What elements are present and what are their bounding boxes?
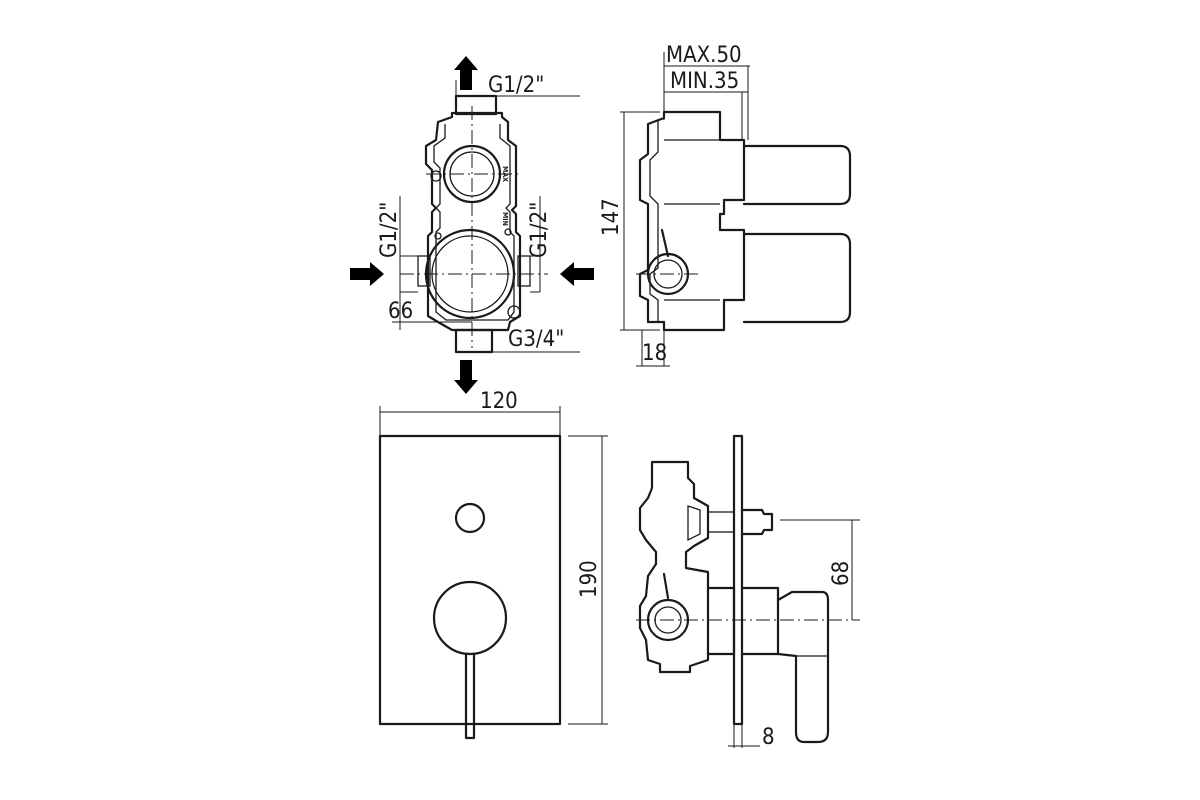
- bottom-socket: [454, 328, 494, 354]
- dim-18-label: 18: [642, 341, 667, 366]
- dim-190-label: 190: [577, 560, 602, 598]
- dim-120-label: 120: [480, 389, 518, 414]
- dim-68-label: 68: [829, 561, 854, 586]
- arrow-right-icon: [350, 262, 384, 286]
- max-marking: MAX: [501, 166, 509, 182]
- bottom-thread-label: G3/4": [508, 327, 564, 352]
- left-thread-label: G1/2": [377, 202, 402, 258]
- lower-cartridge: [742, 232, 852, 324]
- min-marking: MIN: [501, 212, 509, 226]
- body-inner-outline: [433, 124, 515, 321]
- lever-side: [776, 590, 830, 744]
- rosette-side: [740, 586, 780, 656]
- lever-handle: [464, 652, 476, 740]
- assembly-body: [638, 460, 710, 674]
- arrow-up-icon: [454, 56, 478, 90]
- right-thread-label: G1/2": [527, 202, 552, 258]
- left-socket: [417, 255, 431, 287]
- diverter-knob: [740, 508, 774, 536]
- body-front-view: MAX MIN G1/2" G1/2" G1/2" 66 G3/4": [350, 56, 594, 394]
- diverter-button: [454, 502, 486, 534]
- max-depth-label: MAX.50: [666, 43, 742, 68]
- handle-rosette: [432, 580, 508, 656]
- side-body-outline: [638, 110, 746, 332]
- diverter-stem: [707, 511, 735, 533]
- body-outline: [424, 111, 522, 332]
- arrow-down-icon: [454, 360, 478, 394]
- plate-edge: [732, 434, 744, 726]
- plate-front-view: 120 190: [378, 389, 608, 740]
- body-side-view: MAX.50 MIN.35 147 18: [599, 43, 852, 367]
- side-body-inner: [649, 120, 659, 322]
- cover-plate: [378, 434, 562, 726]
- min-depth-label: MIN.35: [670, 69, 739, 94]
- cartridge-body: [706, 586, 736, 656]
- dim-147-label: 147: [599, 198, 624, 236]
- upper-cartridge: [742, 144, 852, 206]
- dim-8-label: 8: [762, 725, 775, 750]
- top-thread-label: G1/2": [488, 73, 544, 98]
- dim-66-label: 66: [388, 299, 413, 324]
- arrow-left-icon: [560, 262, 594, 286]
- top-socket: [454, 94, 498, 116]
- assembly-side-view: 68 8: [636, 434, 860, 750]
- right-socket: [517, 255, 531, 287]
